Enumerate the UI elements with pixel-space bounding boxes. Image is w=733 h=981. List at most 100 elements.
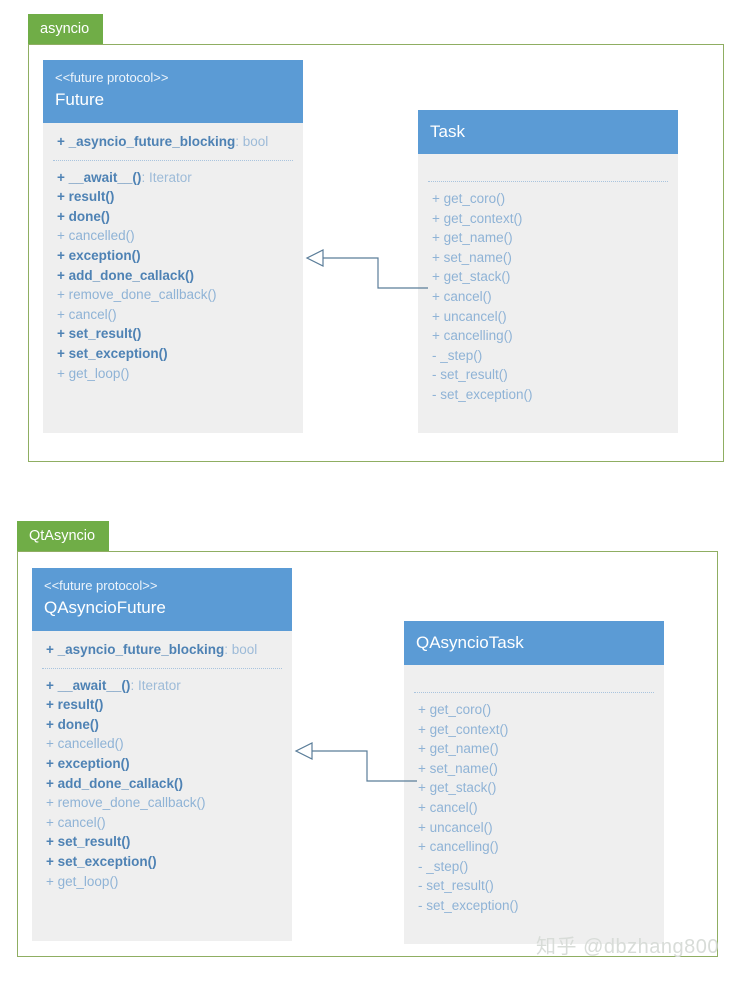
class-operation: + cancelled() <box>46 734 280 754</box>
operation-name: set_result() <box>426 878 494 894</box>
class-operation: + get_name() <box>432 228 666 248</box>
class-operation: + cancel() <box>418 798 652 818</box>
class-box-qasynciotask[interactable]: QAsyncioTask + get_coro()+ get_context()… <box>404 621 664 944</box>
class-operations-future: + __await__(): Iterator+ result()+ done(… <box>43 161 303 406</box>
operation-visibility: + <box>57 169 69 185</box>
class-box-task[interactable]: Task + get_coro() + get_context()+ get_na… <box>418 110 678 433</box>
operation-name: __await__() <box>57 677 131 693</box>
operation-visibility: + <box>432 230 444 246</box>
class-operation: + get_coro() <box>418 700 652 720</box>
class-name-task: Task <box>430 122 465 141</box>
operation-visibility: - <box>418 858 427 874</box>
class-divider <box>42 667 282 669</box>
class-header-qasynciotask: QAsyncioTask <box>404 621 664 665</box>
class-operation: + remove_done_callback() <box>57 285 291 305</box>
class-operation: + remove_done_callback() <box>46 793 280 813</box>
operation-name: cancel() <box>68 306 117 322</box>
operation-visibility: + <box>57 306 69 322</box>
package-qtasyncio: QtAsyncio <<future protocol>> QAsyncioFu… <box>17 521 718 957</box>
operation-name: remove_done_callback() <box>68 287 217 303</box>
class-operation: + add_done_callack() <box>57 266 291 286</box>
class-operation: - set_result() <box>432 365 666 385</box>
class-operation: + get_context() <box>432 209 666 229</box>
operation-name: get_name() <box>429 741 499 757</box>
operation-visibility: + <box>57 267 69 283</box>
operation-name: get_coro() <box>443 191 506 206</box>
operation-name: set_result() <box>57 834 131 850</box>
class-operation: + done() <box>46 715 280 735</box>
operation-visibility: + <box>57 326 69 342</box>
attribute-name: _asyncio_future_blocking <box>57 642 225 657</box>
operation-name: cancelling() <box>443 328 513 344</box>
class-operation: + exception() <box>46 754 280 774</box>
operation-name: set_exception() <box>426 897 519 913</box>
operation-visibility: + <box>432 249 444 265</box>
attribute-visibility: + <box>57 134 65 149</box>
operation-name: set_exception() <box>57 853 157 869</box>
class-operation: + uncancel() <box>432 307 666 327</box>
operation-visibility: + <box>46 775 58 791</box>
operation-name: set_name() <box>429 760 498 776</box>
class-operation: + get_context() <box>418 720 652 740</box>
operation-name: _step() <box>426 858 469 874</box>
class-box-qasynciofuture[interactable]: <<future protocol>> QAsyncioFuture + _as… <box>32 568 292 941</box>
watermark: 知乎 @dbzhang800 <box>536 936 719 958</box>
class-operation: - set_exception() <box>432 385 666 405</box>
operation-type: : Iterator <box>141 169 192 185</box>
operation-name: remove_done_callback() <box>57 795 206 811</box>
class-attribute: + _asyncio_future_blocking: bool <box>46 640 280 660</box>
attribute-name: _asyncio_future_blocking <box>68 134 236 149</box>
operation-visibility: + <box>57 287 69 303</box>
operation-visibility: + <box>432 191 444 206</box>
operation-visibility: - <box>418 878 427 894</box>
operation-name: cancel() <box>443 288 492 304</box>
operation-visibility: + <box>46 716 58 732</box>
operation-visibility: + <box>418 741 430 757</box>
operation-name: __await__() <box>68 169 142 185</box>
operation-visibility: + <box>57 228 69 244</box>
operation-visibility: + <box>418 799 430 815</box>
class-box-future[interactable]: <<future protocol>> Future + _asyncio_fu… <box>43 60 303 433</box>
operation-visibility: + <box>432 328 444 344</box>
class-attributes-future: + _asyncio_future_blocking: bool <box>43 123 303 160</box>
package-tab-label: QtAsyncio <box>29 528 96 544</box>
operation-visibility: - <box>432 367 441 383</box>
operation-name: cancelled() <box>68 228 135 244</box>
class-operation: + __await__(): Iterator <box>46 676 280 696</box>
operation-name: set_exception() <box>440 386 533 402</box>
operation-visibility: + <box>432 308 444 324</box>
class-attributes-qasynciofuture: + _asyncio_future_blocking: bool <box>32 631 292 668</box>
operation-visibility: + <box>418 702 430 717</box>
class-attributes-qasynciotask <box>404 665 664 692</box>
class-operation: - set_result() <box>418 876 652 896</box>
operation-name: cancel() <box>57 814 106 830</box>
class-operations-qasynciotask: + get_coro()+ get_context()+ get_name()+… <box>404 693 664 938</box>
operation-name: set_result() <box>440 367 508 383</box>
package-tab-qtasyncio[interactable]: QtAsyncio <box>17 521 110 551</box>
package-body-qtasyncio <box>17 551 718 957</box>
operation-visibility: + <box>57 365 69 381</box>
operation-visibility: - <box>432 347 441 363</box>
operation-name: get_context() <box>429 721 509 737</box>
class-operation: + cancelling() <box>418 837 652 857</box>
class-operations-task: + get_coro()+ get_context()+ get_name()+… <box>418 182 678 427</box>
class-stereotype-qasynciofuture: <<future protocol>> <box>44 578 158 593</box>
class-operation: + set_exception() <box>46 852 280 872</box>
class-name-future: Future <box>55 90 105 109</box>
class-operation: + get_loop() <box>46 872 280 892</box>
operation-visibility: + <box>418 760 430 776</box>
class-operation: - _step() <box>432 346 666 366</box>
operation-visibility: - <box>432 386 441 402</box>
class-operation: - _step() <box>418 857 652 877</box>
class-divider <box>414 692 654 693</box>
package-tab-asyncio[interactable]: asyncio <box>28 14 104 44</box>
class-stereotype-future: <<future protocol>> <box>55 70 169 85</box>
operation-visibility: + <box>46 853 58 869</box>
class-attributes-task <box>418 154 678 181</box>
operation-name: uncancel() <box>443 308 507 324</box>
class-operation: + set_name() <box>418 759 652 779</box>
class-operation: + set_exception() <box>57 344 291 364</box>
operation-name: exception() <box>68 247 141 263</box>
operation-name: cancelled() <box>57 736 124 752</box>
operation-visibility: + <box>46 755 58 771</box>
